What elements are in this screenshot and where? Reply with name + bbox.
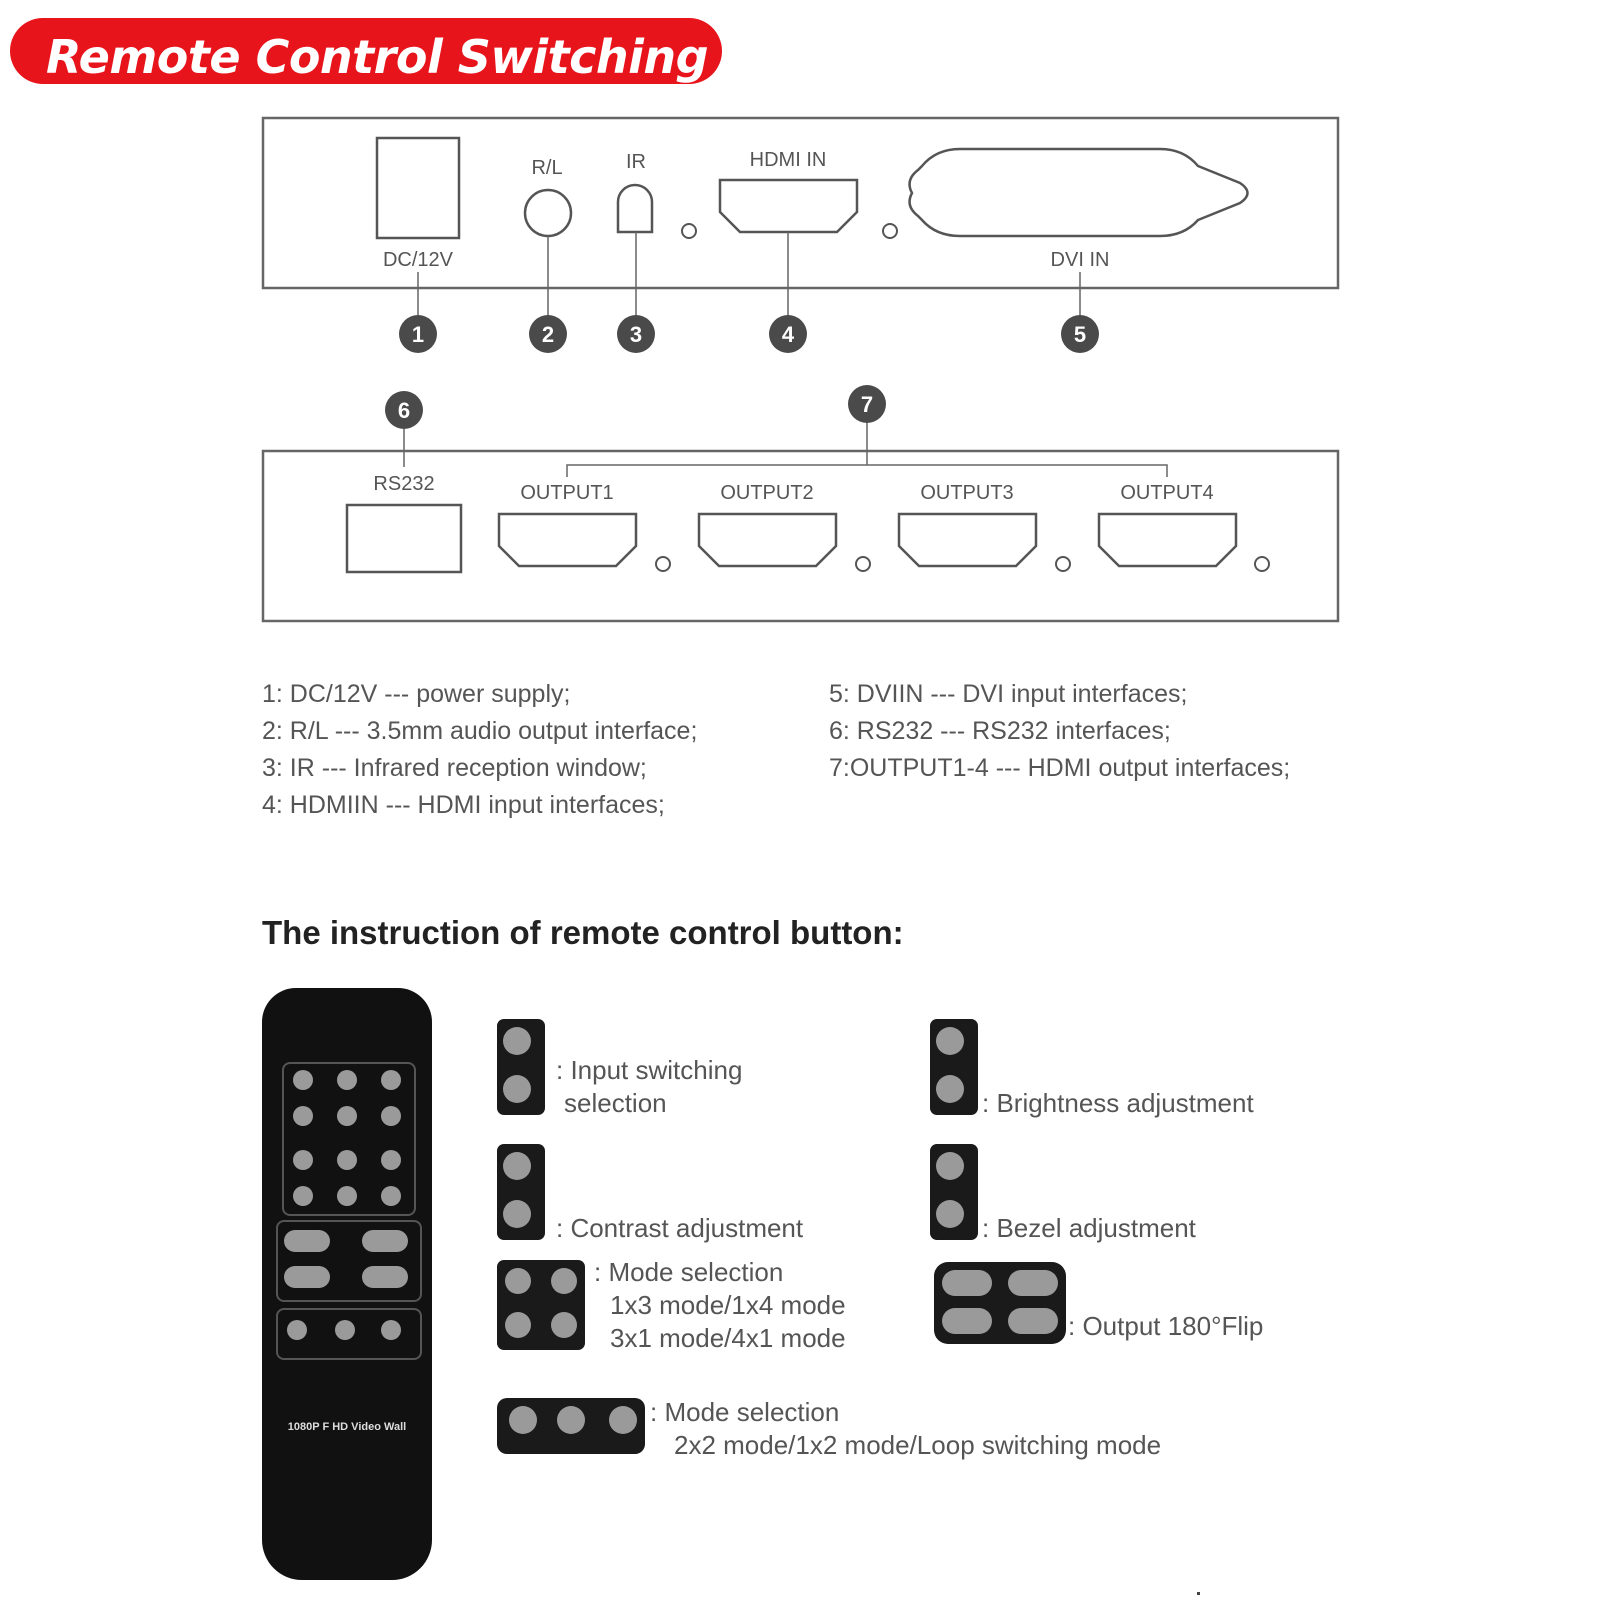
callout-6: 6 bbox=[385, 391, 423, 429]
instruction-heading: The instruction of remote control button… bbox=[262, 914, 904, 951]
indicator-led bbox=[855, 556, 871, 572]
remote-model-label: 1080P F HD Video Wall bbox=[287, 1421, 407, 1433]
callout-2: 2 bbox=[529, 315, 567, 353]
legend-item: 3: IR --- Infrared reception window; bbox=[262, 754, 647, 782]
svg-text:3: 3 bbox=[630, 322, 642, 347]
callout-1: 1 bbox=[399, 315, 437, 353]
output4-port bbox=[1097, 512, 1238, 568]
svg-text:1: 1 bbox=[412, 322, 424, 347]
rs232-port bbox=[345, 503, 463, 574]
panels-diagram: DC/12V R/L IR HDMI IN DVI IN 1 2 3 4 5 6… bbox=[261, 116, 1340, 623]
page-title: Remote Control Switching bbox=[46, 30, 709, 84]
legend-left: 1: DC/12V --- power supply; 2: R/L --- 3… bbox=[262, 676, 697, 824]
brightness-icon bbox=[930, 1019, 978, 1115]
callout-4: 4 bbox=[769, 315, 807, 353]
input-switch-desc: : Input switching selection bbox=[556, 1055, 743, 1118]
legend-item: 1: DC/12V --- power supply; bbox=[262, 680, 571, 708]
remote-control: 1080P F HD Video Wall bbox=[262, 988, 432, 1580]
input-switch-icon bbox=[497, 1019, 545, 1115]
stray-dot bbox=[1197, 1592, 1200, 1595]
remote-top-group bbox=[282, 1062, 416, 1216]
legend-item: 2: R/L --- 3.5mm audio output interface; bbox=[262, 717, 698, 745]
output1-label: OUTPUT1 bbox=[520, 482, 613, 504]
ir-window bbox=[616, 183, 654, 234]
audio-rl-port bbox=[523, 188, 573, 238]
mode-selection-2-desc: : Mode selection 2x2 mode/1x2 mode/Loop … bbox=[650, 1397, 1162, 1460]
ir-label: IR bbox=[626, 151, 646, 173]
bezel-icon bbox=[930, 1144, 978, 1240]
indicator-led bbox=[655, 556, 671, 572]
indicator-led bbox=[1254, 556, 1270, 572]
svg-text:6: 6 bbox=[398, 398, 410, 423]
mode-grid-icon bbox=[497, 1260, 585, 1350]
dc-label: DC/12V bbox=[383, 249, 454, 271]
callout-5: 5 bbox=[1061, 315, 1099, 353]
mode-row-icon bbox=[497, 1398, 645, 1454]
svg-text:5: 5 bbox=[1074, 322, 1086, 347]
remote-mode-group bbox=[276, 1308, 422, 1360]
rs232-label: RS232 bbox=[373, 473, 434, 495]
legend-right: 5: DVIIN --- DVI input interfaces; 6: RS… bbox=[829, 676, 1290, 787]
front-panel-frame bbox=[261, 116, 1340, 290]
svg-text:2: 2 bbox=[542, 322, 554, 347]
flip-desc: : Output 180°Flip bbox=[1068, 1311, 1264, 1341]
dvi-in-port bbox=[908, 147, 1249, 238]
brightness-desc: : Brightness adjustment bbox=[982, 1088, 1254, 1118]
output4-label: OUTPUT4 bbox=[1120, 482, 1213, 504]
flip-icon bbox=[934, 1262, 1066, 1344]
legend-item: 4: HDMIIN --- HDMI input interfaces; bbox=[262, 791, 665, 819]
indicator-led bbox=[882, 223, 898, 239]
svg-text:4: 4 bbox=[782, 322, 795, 347]
legend-item: 6: RS232 --- RS232 interfaces; bbox=[829, 717, 1171, 745]
rear-panel-frame bbox=[261, 449, 1340, 623]
output3-port bbox=[897, 512, 1038, 568]
rl-label: R/L bbox=[531, 157, 562, 179]
output1-port bbox=[497, 512, 638, 568]
front-panel: DC/12V R/L IR HDMI IN DVI IN 1 2 3 4 5 bbox=[261, 116, 1340, 353]
rear-panel: 6 RS232 7 OUTPUT1 OUTPUT2 OUTPUT3 OUTPUT… bbox=[261, 385, 1340, 623]
output2-label: OUTPUT2 bbox=[720, 482, 813, 504]
callout-7: 7 bbox=[848, 385, 886, 423]
remote-flip-group bbox=[276, 1220, 422, 1302]
contrast-icon bbox=[497, 1144, 545, 1240]
mode-selection-desc: : Mode selection 1x3 mode/1x4 mode 3x1 m… bbox=[594, 1257, 846, 1353]
indicator-led bbox=[1055, 556, 1071, 572]
svg-text:7: 7 bbox=[861, 392, 873, 417]
legend-item: 7:OUTPUT1-4 --- HDMI output interfaces; bbox=[829, 754, 1291, 782]
hdmi-in-port bbox=[718, 178, 859, 234]
output2-port bbox=[697, 512, 838, 568]
dc-power-port bbox=[375, 136, 461, 240]
contrast-desc: : Contrast adjustment bbox=[556, 1213, 804, 1243]
callout-3: 3 bbox=[617, 315, 655, 353]
output3-label: OUTPUT3 bbox=[920, 482, 1013, 504]
indicator-led bbox=[681, 223, 697, 239]
hdmi-in-label: HDMI IN bbox=[750, 149, 827, 171]
title-banner: Remote Control Switching bbox=[10, 18, 722, 84]
dvi-in-label: DVI IN bbox=[1051, 249, 1110, 271]
bezel-desc: : Bezel adjustment bbox=[982, 1213, 1196, 1243]
legend-item: 5: DVIIN --- DVI input interfaces; bbox=[829, 680, 1188, 708]
